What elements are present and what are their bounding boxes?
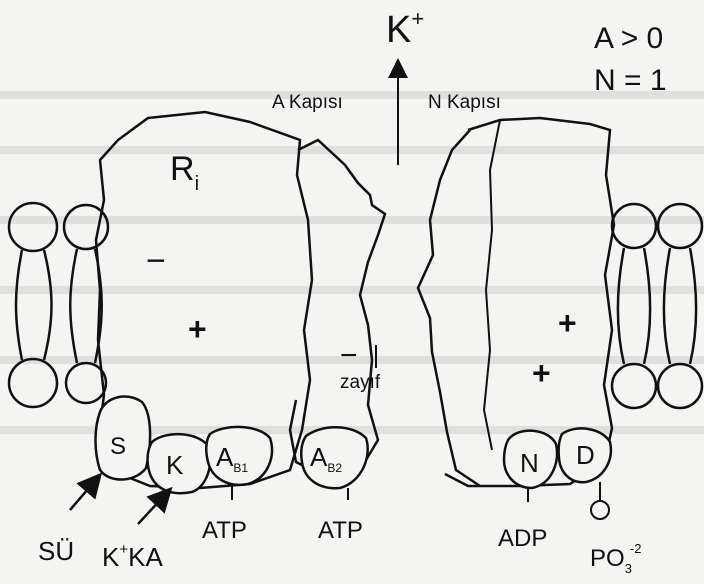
po3-label: PO3-2 (590, 541, 641, 576)
kka-pointer-arrow (138, 496, 164, 524)
weak-label: zayıf (340, 372, 381, 393)
subunit-k-label: K (166, 450, 184, 480)
plus-charge-left: + (188, 311, 207, 347)
condition-a: A > 0 (594, 22, 663, 55)
n-gate-label: N Kapısı (428, 92, 501, 113)
minus-charge-gate: − (340, 339, 358, 372)
adp-label: ADP (498, 525, 547, 552)
condition-n: N = 1 (594, 64, 667, 97)
receptor-label: Ri (170, 150, 199, 195)
phosphate-circle (591, 501, 609, 519)
subunit-n-label: N (520, 448, 539, 478)
minus-charge-left: − (146, 242, 166, 280)
subunit-d-label: D (576, 440, 595, 470)
su-pointer-arrow (70, 482, 94, 510)
plus-charge-right-2: + (532, 355, 551, 391)
right-lipid-bilayer (612, 204, 702, 408)
left-lipid-bilayer (9, 203, 108, 407)
n-gate-inner-edge (484, 120, 500, 450)
atp-label-2: ATP (318, 517, 363, 544)
a-gate-label: A Kapısı (272, 92, 343, 113)
plus-charge-right-1: + (558, 305, 577, 341)
a-gate-flap (290, 140, 385, 474)
subunit-s-label: S (110, 433, 126, 460)
atp-label-1: ATP (202, 517, 247, 544)
top-ion-label: K+ (386, 6, 424, 51)
kka-label: K+KA (102, 541, 163, 572)
su-label: SÜ (38, 536, 74, 566)
